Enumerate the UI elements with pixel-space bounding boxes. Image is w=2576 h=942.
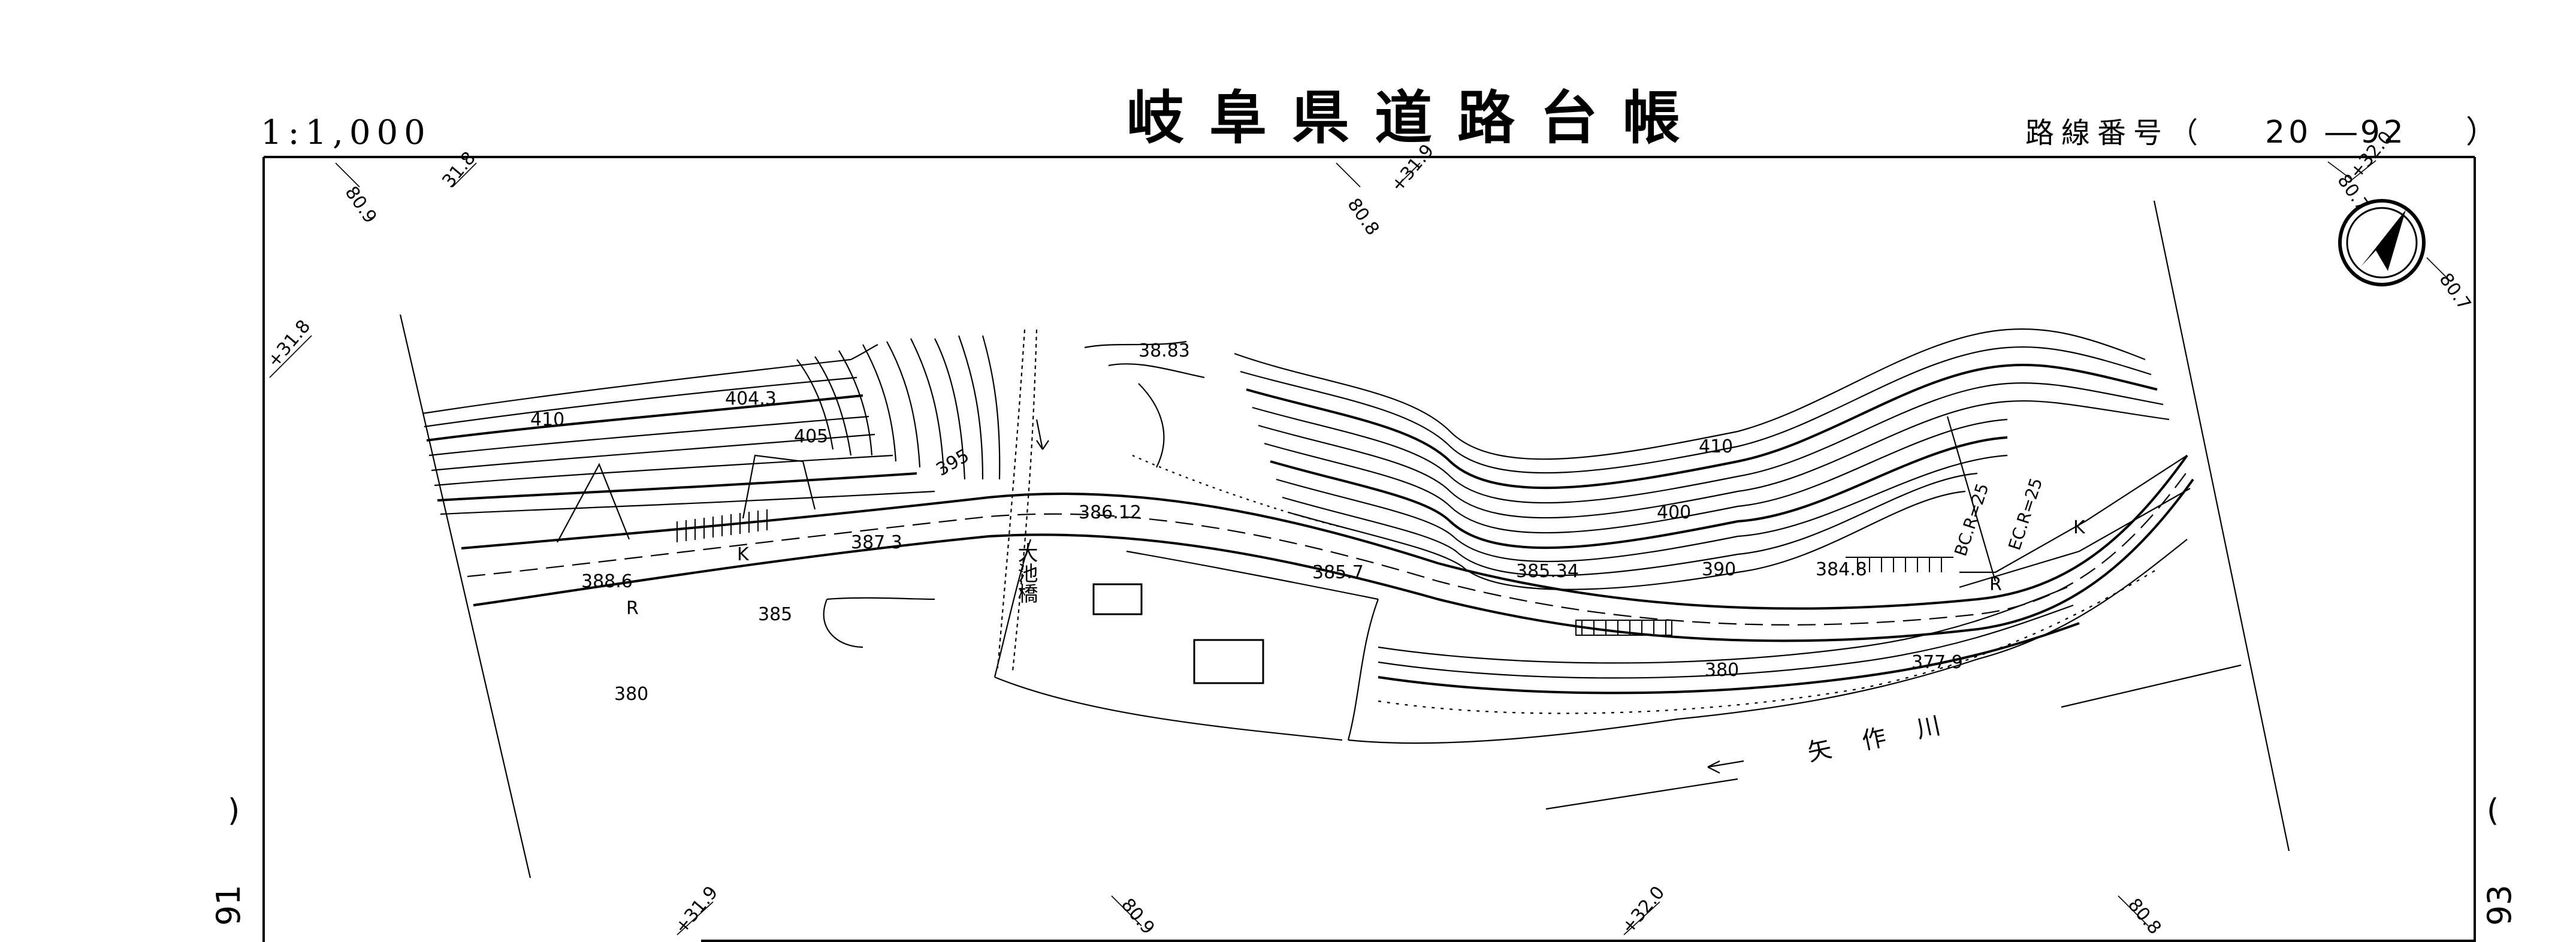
north-arrow-icon — [2338, 199, 2426, 286]
left-sheet-paren: ) — [228, 793, 240, 829]
road-mark: R — [1989, 574, 2002, 595]
embankment-symbols — [557, 416, 1997, 582]
spot-height: 388.6 — [581, 571, 633, 592]
right-sheet-paren: ( — [2487, 793, 2499, 829]
river-label: 矢 作 川 — [1805, 709, 1955, 767]
grid-label: +32.0 — [1617, 882, 1669, 938]
building — [1092, 583, 1143, 615]
grid-label: 80.9 — [340, 183, 380, 228]
grid-label: +31.8 — [263, 316, 315, 372]
river-flow-arrow — [1707, 760, 1744, 774]
spot-height: 385.34 — [1516, 561, 1579, 582]
left-sheet-number: 91 — [210, 884, 247, 926]
map-neatline-east — [2153, 200, 2290, 852]
grid-label: +31.9 — [671, 882, 722, 938]
spot-height: 384.8 — [1816, 559, 1867, 580]
contours-west — [422, 335, 1001, 515]
spot-height: 404.3 — [725, 388, 777, 409]
grid-label: 80.7 — [2435, 270, 2475, 315]
route-number: 20 ―92 — [2265, 114, 2407, 150]
spot-height: 385.7 — [1312, 562, 1364, 583]
grid-label: 80.8 — [2124, 895, 2166, 939]
contour-label: 405 — [794, 426, 828, 447]
contour-label: 400 — [1657, 502, 1691, 523]
river-bank — [1348, 539, 2242, 810]
grid-label: 80.9 — [1117, 895, 1159, 939]
grid-label: 80.8 — [1343, 195, 1383, 240]
contour-label: 380 — [614, 684, 648, 705]
road-mark: R — [626, 598, 639, 619]
contour-label: 410 — [1699, 436, 1733, 457]
spot-height: 38.83 — [1138, 340, 1190, 361]
contour-label: 380 — [1705, 660, 1739, 681]
contour-label: 385 — [758, 604, 792, 625]
grid-label: 80.7 — [2333, 171, 2373, 216]
spot-height: 387.3 — [851, 532, 902, 553]
road-mark: K — [2073, 517, 2086, 538]
flow-arrow — [1035, 419, 1049, 450]
route-close-paren: ） — [2466, 114, 2497, 150]
building — [1193, 639, 1264, 684]
road-mark: K — [737, 544, 750, 565]
route-number-label: 路線番号（ — [2025, 116, 2205, 150]
map-title: 岐阜県道路台帳 — [1127, 84, 1705, 152]
spot-height: 386.12 — [1079, 502, 1141, 523]
contour-label: 395 — [933, 445, 973, 481]
grid-label: 31.8 — [438, 147, 480, 192]
contours-east — [1234, 328, 2170, 695]
contour-label: 410 — [530, 409, 564, 430]
contour-label: 390 — [1702, 559, 1736, 580]
bridge — [996, 329, 1038, 672]
curve-label-ec: EC.R=25 — [2004, 475, 2046, 552]
spot-height: 377.9 — [1911, 652, 1963, 673]
road-hatching — [677, 509, 1953, 636]
bridge-label: 大池橋 — [1014, 542, 1038, 603]
map-neatline-west — [399, 314, 531, 878]
contours-central — [823, 340, 1379, 741]
scale-label: 1:1,000 — [261, 113, 431, 152]
right-sheet-number: 93 — [2481, 884, 2518, 926]
